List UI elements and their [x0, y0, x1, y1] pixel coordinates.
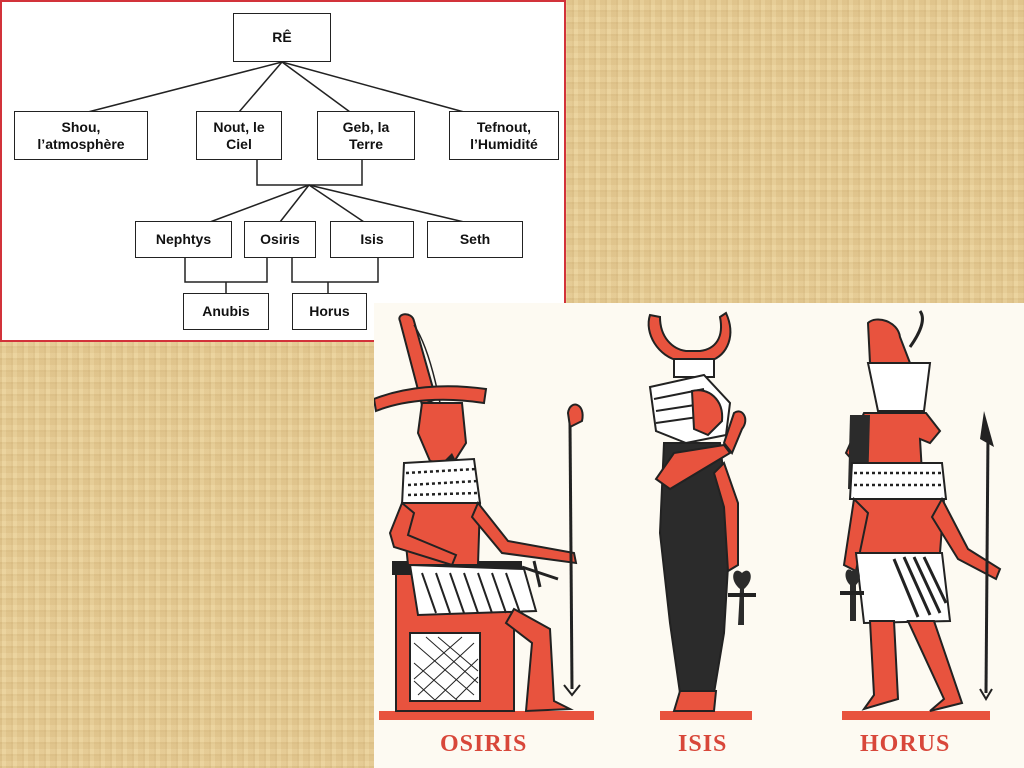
connector-re-tefnout: [281, 61, 465, 113]
node-tefnout: Tefnout, l’Humidité: [449, 111, 559, 160]
connector-nephtys-osiris-union: [184, 258, 268, 283]
caption-osiris: OSIRIS: [440, 731, 528, 757]
node-anubis: Anubis: [183, 293, 269, 330]
connector-union-isis: [308, 184, 365, 223]
node-re: RÊ: [233, 13, 331, 62]
horus-figure: [840, 310, 1002, 720]
caption-isis: ISIS: [678, 731, 728, 757]
node-nout: Nout, le Ciel: [196, 111, 282, 160]
osiris-figure: [374, 313, 594, 720]
connector-union-seth: [308, 184, 465, 223]
connector-re-shou: [87, 61, 283, 113]
connector-union-nephtys: [209, 184, 310, 223]
node-isis: Isis: [330, 221, 414, 258]
node-osiris: Osiris: [244, 221, 316, 258]
connector-re-nout: [238, 61, 283, 113]
deities-figures: [374, 310, 1002, 720]
isis-figure: [647, 311, 756, 720]
connector-nout-geb-union: [256, 160, 363, 186]
node-geb: Geb, la Terre: [317, 111, 415, 160]
family-tree-diagram: RÊ Shou, l’atmosphère Nout, le Ciel Geb,…: [0, 0, 566, 342]
deities-illustration: OSIRIS ISIS HORUS: [374, 303, 1024, 768]
tree-connectors: [87, 61, 465, 294]
connector-re-geb: [281, 61, 351, 113]
node-seth: Seth: [427, 221, 523, 258]
node-nephtys: Nephtys: [135, 221, 232, 258]
node-shou: Shou, l’atmosphère: [14, 111, 148, 160]
caption-horus: HORUS: [860, 731, 951, 757]
connector-osiris-isis-union: [291, 258, 379, 283]
connector-union-osiris: [279, 184, 310, 223]
node-horus: Horus: [292, 293, 367, 330]
